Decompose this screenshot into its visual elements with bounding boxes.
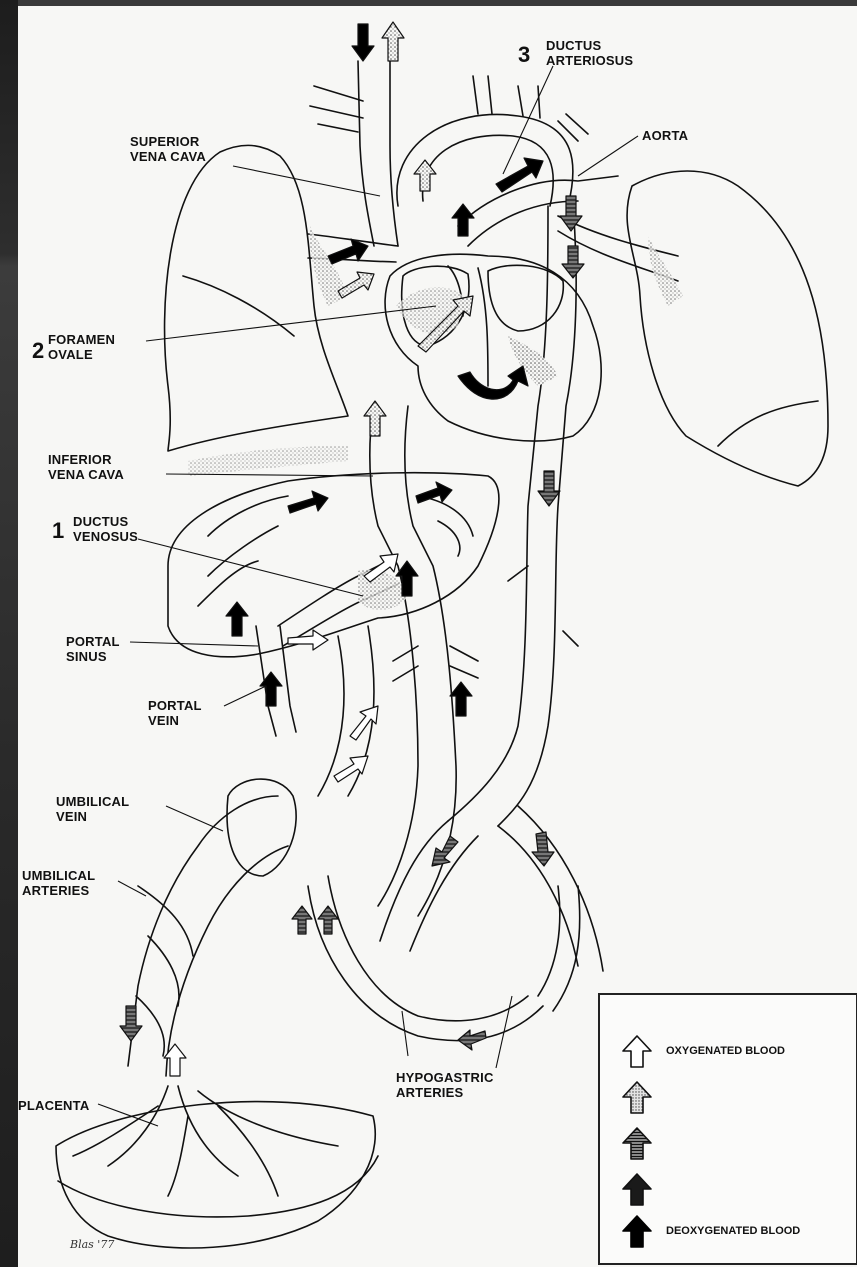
legend-arrow-stippled-icon: [620, 1079, 654, 1115]
label-line-1: DUCTUS: [73, 514, 138, 529]
legend-arrow-deoxygenated-icon: [620, 1213, 654, 1249]
branch-left: [310, 86, 363, 132]
inferior-vena-cava: [370, 406, 456, 916]
right-lung-fissure: [718, 401, 818, 446]
legend-row-deoxygenated: DEOXYGENATED BLOOD: [612, 1213, 852, 1249]
legend-row-mostly-deoxygenated: [612, 1171, 852, 1207]
window-frame-left: [0, 0, 18, 1267]
left-lung-fissure: [183, 276, 294, 336]
number-2: 2: [32, 338, 44, 364]
umbilical-cord: [128, 796, 288, 1076]
label-inferior-vena-cava: INFERIOR VENA CAVA: [48, 452, 124, 482]
arrow-hyp-up-2: [318, 906, 338, 934]
legend-row-mostly-oxygenated: [612, 1079, 852, 1115]
aortic-arch: [397, 114, 573, 206]
flow-arrows: [120, 22, 584, 1076]
label-portal-vein: PORTAL VEIN: [148, 698, 202, 728]
liver-outline: [168, 473, 499, 657]
left-lung-outline: [165, 145, 348, 451]
arrow-liver-1: [288, 491, 328, 513]
legend-label-oxygenated: OXYGENATED BLOOD: [666, 1045, 785, 1057]
label-line-1: SUPERIOR: [130, 134, 206, 149]
legend-arrow-dark-icon: [620, 1171, 654, 1207]
label-line-1: FORAMEN: [48, 332, 115, 347]
arrow-portal-black: [226, 602, 248, 636]
label-umbilical-arteries: UMBILICAL ARTERIES: [22, 868, 95, 898]
arrow-svc-down: [352, 24, 374, 61]
placenta-base: [58, 1156, 378, 1217]
label-line-1: DUCTUS: [546, 38, 633, 53]
legend-arrow-oxygenated-icon: [620, 1033, 654, 1069]
iliac-left: [380, 821, 478, 951]
label-aorta: AORTA: [642, 128, 688, 143]
arrow-ductus-arteriosus: [496, 158, 543, 192]
label-ductus-venosus: DUCTUS VENOSUS: [73, 514, 138, 544]
pulmonary-trunk: [458, 176, 618, 246]
iliac-right: [498, 806, 603, 971]
label-line-1: UMBILICAL: [22, 868, 95, 883]
label-hypogastric-arteries: HYPOGASTRIC ARTERIES: [396, 1070, 494, 1100]
label-foramen-ovale: FORAMEN OVALE: [48, 332, 115, 362]
arrow-pulm-black: [452, 204, 474, 236]
arrow-cord-hatch: [120, 1006, 142, 1041]
label-line-2: VENOSUS: [73, 529, 138, 544]
heart-outline: [385, 254, 601, 441]
label-portal-sinus: PORTAL SINUS: [66, 634, 120, 664]
label-line-2: ARTERIES: [22, 883, 95, 898]
label-ductus-arteriosus: DUCTUS ARTERIOSUS: [546, 38, 633, 68]
label-line-1: UMBILICAL: [56, 794, 129, 809]
legend-arrow-hatched-icon: [620, 1125, 654, 1161]
arrow-desc-aorta-1: [562, 246, 584, 278]
label-superior-vena-cava: SUPERIOR VENA CAVA: [130, 134, 206, 164]
artist-signature: Blas '77: [70, 1238, 114, 1251]
cord-twist: [136, 886, 193, 1056]
legend: OXYGENATED BLOOD: [598, 993, 857, 1265]
arrow-hyp-up-1: [292, 906, 312, 934]
label-line-1: INFERIOR: [48, 452, 124, 467]
arrow-rv-black: [458, 366, 528, 399]
legend-row-mixed: [612, 1125, 852, 1161]
arrow-iliac-right: [532, 832, 554, 866]
label-umbilical-vein: UMBILICAL VEIN: [56, 794, 129, 824]
arrow-portal-sinus-white: [288, 630, 328, 650]
label-line-2: VEIN: [56, 809, 129, 824]
umbilical-ring: [227, 779, 296, 876]
shading: [188, 226, 683, 610]
label-line-2: VENA CAVA: [48, 467, 124, 482]
arrow-arch-stip: [414, 160, 436, 191]
label-line-2: ARTERIES: [396, 1085, 494, 1100]
arrow-desc-aorta-2: [538, 471, 560, 506]
label-line-2: VENA CAVA: [130, 149, 206, 164]
arrow-iliac-left: [432, 836, 458, 866]
label-line-1: PORTAL: [66, 634, 120, 649]
label-line-2: VEIN: [148, 713, 202, 728]
arrow-arch-up: [382, 22, 404, 61]
arrow-hyp-bottom: [458, 1030, 486, 1050]
legend-label-deoxygenated: DEOXYGENATED BLOOD: [666, 1225, 800, 1237]
arrow-ivc-up: [364, 401, 386, 436]
label-line-1: PORTAL: [148, 698, 202, 713]
right-lung-outline: [627, 171, 828, 486]
arch-branches: [473, 76, 588, 141]
arrow-uv-white-2: [334, 756, 368, 782]
arrow-uv-white-1: [350, 706, 378, 740]
ivc-branches: [393, 566, 578, 681]
label-placenta: PLACENTA: [18, 1098, 89, 1113]
diagram-page: SUPERIOR VENA CAVA 3 DUCTUS ARTERIOSUS A…: [18, 6, 857, 1267]
label-line-2: OVALE: [48, 347, 115, 362]
number-1: 1: [52, 518, 64, 544]
placenta-outline: [56, 1102, 375, 1248]
label-line-2: SINUS: [66, 649, 120, 664]
label-line-1: HYPOGASTRIC: [396, 1070, 494, 1085]
label-line-2: ARTERIOSUS: [546, 53, 633, 68]
number-3: 3: [518, 42, 530, 68]
svc-vessel: [358, 61, 398, 246]
legend-row-oxygenated: OXYGENATED BLOOD: [612, 1033, 852, 1069]
